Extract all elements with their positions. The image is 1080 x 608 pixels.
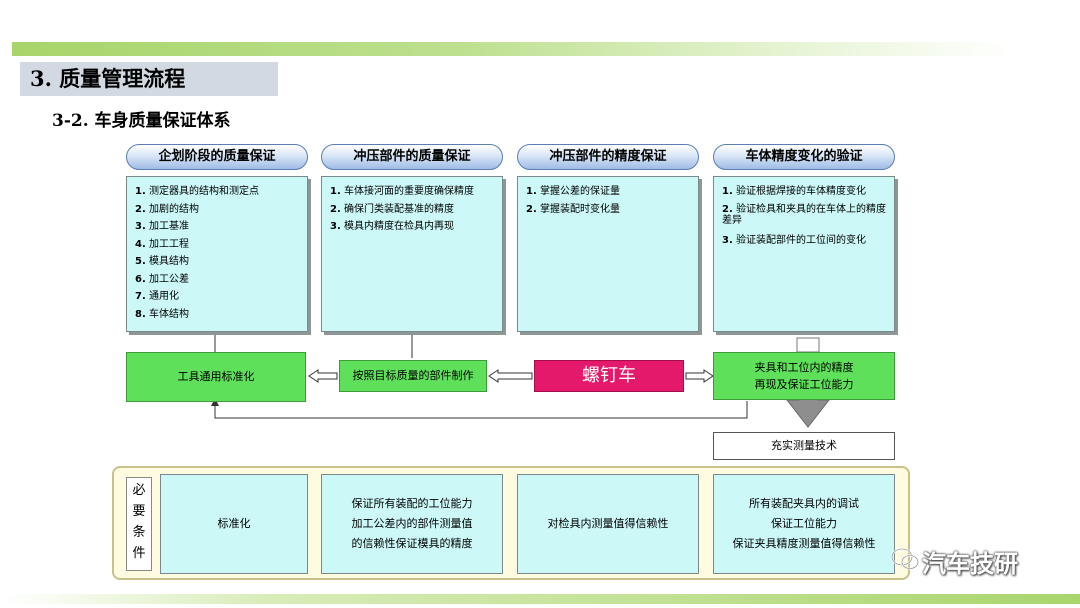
column-header-stamping-precision: 冲压部件的精度保证 [517, 144, 699, 170]
arrow-left-2 [488, 369, 533, 383]
requirement-fixture-adjustment: 所有装配夹具内的调试 保证工位能力 保证夹具精度测量值得信赖性 [713, 474, 895, 574]
req-line: 所有装配夹具内的调试 [749, 497, 859, 510]
list-item: 2. 验证检具和夹具的在车体上的精度差异 [722, 203, 886, 226]
req-line: 的信赖性保证模具的精度 [351, 537, 473, 550]
list-item: 3. 模具内精度在检具内再现 [330, 221, 454, 232]
req-line: 保证工位能力 [771, 517, 837, 530]
list-item: 5. 模具结构 [135, 256, 189, 267]
column-header-body-verification: 车体精度变化的验证 [713, 144, 895, 170]
flow-box-tool-standardization: 工具通用标准化 [126, 352, 306, 402]
req-label-char: 必 [132, 483, 146, 498]
list-item: 8. 车体结构 [135, 308, 189, 320]
flow-box-part-production: 按照目标质量的部件制作 [339, 360, 487, 392]
top-accent-bar [12, 42, 1012, 56]
req-line: 加工公差内的部件测量值 [351, 517, 473, 530]
requirement-standardization: 标准化 [160, 474, 308, 574]
feedback-arrowhead [211, 398, 219, 406]
list-item: 2. 确保门类装配基准的精度 [330, 203, 454, 215]
req-line: 对检具内测量值得信赖性 [547, 517, 669, 530]
column-box-stamping-quality: 1. 车体接河面的重要度确保精度 2. 确保门类装配基准的精度 3. 模具内精度… [321, 176, 503, 332]
list-item: 1. 验证根据焊接的车体精度变化 [722, 186, 866, 197]
flow-box-fixture-precision: 夹具和工位内的精度 再现及保证工位能力 [713, 352, 895, 400]
arrow-right [685, 369, 714, 383]
requirements-label: 必 要 条 件 [126, 477, 152, 571]
column-header-stamping-quality: 冲压部件的质量保证 [321, 144, 503, 170]
req-label-char: 要 [132, 504, 146, 519]
flow-box-measurement-tech: 充实测量技术 [713, 432, 895, 460]
requirement-station-capability: 保证所有装配的工位能力 加工公差内的部件测量值 的信赖性保证模具的精度 [321, 474, 503, 574]
arrow-left-1 [308, 369, 338, 383]
column-header-planning: 企划阶段的质量保证 [126, 144, 308, 170]
fixture-precision-line1: 夹具和工位内的精度 [754, 361, 854, 374]
list-item: 7. 通用化 [135, 291, 179, 302]
list-item: 6. 加工公差 [135, 273, 189, 285]
bottom-accent-bar [0, 594, 1080, 604]
watermark-text: 汽车技研 [922, 550, 1018, 578]
arrow-down-cap [796, 337, 820, 353]
list-item: 1. 测定器具的结构和测定点 [135, 186, 259, 197]
list-item: 1. 掌握公差的保证量 [526, 186, 620, 197]
req-label-char: 件 [132, 546, 146, 561]
column-box-planning: 1. 测定器具的结构和测定点 2. 加剧的结构 3. 加工基准 4. 加工工程 … [126, 176, 308, 332]
list-item: 2. 掌握装配时变化量 [526, 203, 620, 215]
fixture-precision-line2: 再现及保证工位能力 [754, 378, 854, 391]
req-line: 标准化 [217, 517, 251, 530]
list-item: 4. 加工工程 [135, 238, 189, 250]
req-line: 保证所有装配的工位能力 [351, 497, 473, 510]
list-item: 2. 加剧的结构 [135, 203, 199, 215]
list-item: 3. 验证装配部件的工位间的变化 [722, 234, 866, 246]
column-box-body-verification: 1. 验证根据焊接的车体精度变化 2. 验证检具和夹具的在车体上的精度差异 3.… [713, 176, 895, 332]
flow-box-screw-car: 螺钉车 [534, 360, 684, 392]
feedback-line [214, 401, 748, 419]
page-title: 3. 质量管理流程 [20, 62, 278, 96]
list-item: 1. 车体接河面的重要度确保精度 [330, 186, 474, 197]
wechat-icon [891, 548, 919, 570]
req-label-char: 条 [132, 525, 146, 540]
req-line: 保证夹具精度测量值得信赖性 [732, 537, 876, 550]
requirement-checker-reliability: 对检具内测量值得信赖性 [517, 474, 699, 574]
column-box-stamping-precision: 1. 掌握公差的保证量 2. 掌握装配时变化量 [517, 176, 699, 332]
page-subtitle: 3-2. 车身质量保证体系 [52, 111, 231, 131]
list-item: 3. 加工基准 [135, 221, 189, 232]
